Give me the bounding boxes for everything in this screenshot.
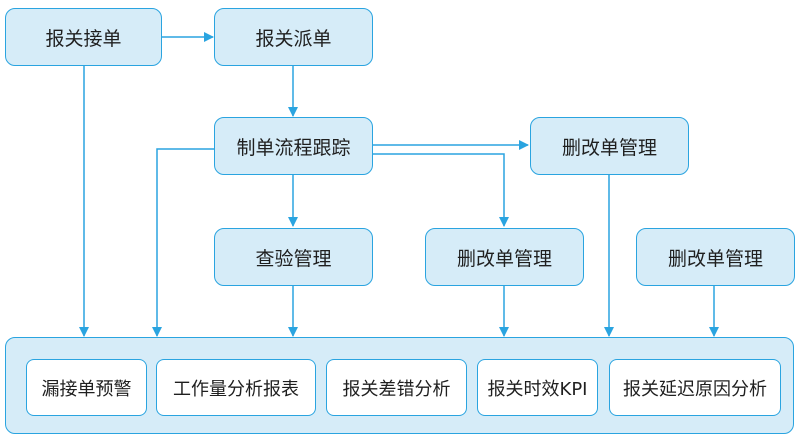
output-workload-report: 工作量分析报表: [156, 359, 316, 416]
arrow-tracking-to-tray-left: [152, 148, 215, 337]
output-error-analysis: 报关差错分析: [326, 359, 467, 416]
output-timeliness-kpi: 报关时效KPI: [477, 359, 598, 416]
analysis-tray: 漏接单预警 工作量分析报表 报关差错分析 报关时效KPI 报关延迟原因分析: [5, 337, 794, 434]
node-revise-top: 删改单管理: [530, 117, 689, 175]
output-missed-order-alert: 漏接单预警: [26, 359, 147, 416]
node-inspection: 查验管理: [214, 228, 373, 286]
output-delay-cause-analysis: 报关延迟原因分析: [609, 359, 781, 416]
node-revise-right: 删改单管理: [636, 228, 795, 286]
node-receive: 报关接单: [5, 8, 162, 66]
node-tracking: 制单流程跟踪: [214, 117, 373, 175]
arrow-tracking-to-revise-mid: [373, 153, 509, 227]
node-revise-mid: 删改单管理: [425, 228, 584, 286]
node-dispatch: 报关派单: [214, 8, 373, 66]
